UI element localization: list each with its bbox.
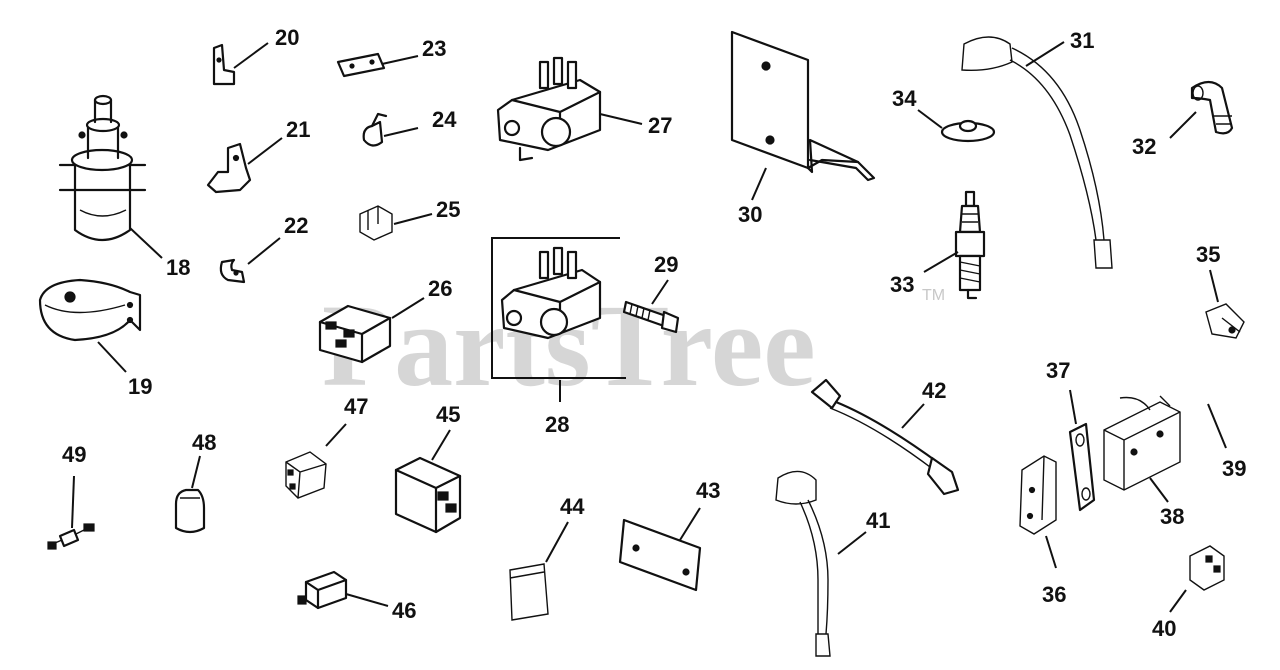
part-32-spark-boot[interactable]	[1190, 80, 1234, 135]
callout-32: 32	[1132, 134, 1156, 159]
part-25-connector[interactable]	[359, 205, 393, 241]
callout-18: 18	[166, 255, 190, 280]
part-23-plate[interactable]	[336, 52, 386, 78]
leader-18	[129, 227, 163, 259]
callout-45: 45	[436, 402, 460, 427]
part-42-lead-terminal[interactable]	[810, 378, 960, 496]
part-29-bolt[interactable]	[622, 300, 680, 334]
leader-35	[1209, 269, 1219, 303]
leader-29	[651, 279, 669, 305]
part-21-bracket[interactable]	[206, 142, 252, 194]
part-47-connector[interactable]	[285, 451, 327, 499]
callout-42: 42	[922, 378, 946, 403]
callout-43: 43	[696, 478, 720, 503]
callout-29: 29	[654, 252, 678, 277]
part-24-p-clip[interactable]	[362, 112, 388, 147]
leader-49	[71, 475, 75, 529]
callout-38: 38	[1160, 504, 1184, 529]
callout-22: 22	[284, 213, 308, 238]
callout-41: 41	[866, 508, 890, 533]
part-48-cap[interactable]	[174, 488, 206, 534]
watermark-trademark: TM	[922, 287, 945, 304]
part-19-coil-bracket[interactable]	[38, 278, 142, 342]
leader-38	[1149, 477, 1169, 503]
part-38-switch-bracket[interactable]	[1103, 395, 1181, 491]
callout-21: 21	[286, 117, 310, 142]
callout-31: 31	[1070, 28, 1094, 53]
leader-37	[1069, 389, 1077, 425]
part-41-high-tension-lead[interactable]	[775, 470, 831, 657]
part-30-mounting-bracket[interactable]	[730, 30, 876, 182]
leader-21	[247, 137, 283, 165]
callout-35: 35	[1196, 242, 1220, 267]
leader-45	[431, 429, 451, 461]
leader-43	[679, 507, 701, 541]
leader-46	[345, 593, 389, 607]
part-35-terminal[interactable]	[1205, 303, 1245, 339]
leader-36	[1045, 535, 1057, 569]
part-49-inline-fuse[interactable]	[47, 523, 95, 550]
callout-49: 49	[62, 442, 86, 467]
part-20-clip[interactable]	[212, 43, 236, 86]
part-28-rectifier-kit[interactable]	[491, 237, 626, 379]
leader-34	[917, 109, 943, 129]
leader-39	[1207, 403, 1227, 449]
leader-32	[1169, 111, 1197, 139]
leader-48	[191, 455, 201, 489]
callout-26: 26	[428, 276, 452, 301]
part-45-module[interactable]	[394, 456, 462, 534]
leader-33	[923, 251, 959, 273]
callout-37: 37	[1046, 358, 1070, 383]
callout-34: 34	[892, 86, 917, 111]
callout-19: 19	[128, 374, 152, 399]
part-37-plate[interactable]	[1068, 422, 1096, 512]
callout-28: 28	[545, 412, 569, 437]
callout-48: 48	[192, 430, 216, 455]
callout-24: 24	[432, 107, 457, 132]
leader-19	[97, 341, 127, 373]
part-18-ignition-coil[interactable]	[58, 94, 147, 242]
callout-44: 44	[560, 494, 585, 519]
leader-47	[325, 423, 347, 447]
callout-39: 39	[1222, 456, 1246, 481]
leader-40	[1169, 589, 1187, 613]
part-36-bracket[interactable]	[1019, 455, 1057, 535]
part-27-rectifier-regulator[interactable]	[496, 56, 602, 162]
callout-27: 27	[648, 113, 672, 138]
callout-25: 25	[436, 197, 460, 222]
part-44-pad[interactable]	[509, 563, 549, 621]
leader-31	[1025, 41, 1065, 67]
leader-44	[545, 521, 569, 563]
callout-46: 46	[392, 598, 416, 623]
leader-26	[391, 297, 425, 319]
leader-27	[599, 113, 643, 125]
leader-23	[381, 55, 419, 65]
part-31-spark-plug-lead[interactable]	[961, 36, 1113, 269]
part-26-connector-plug[interactable]	[318, 304, 392, 364]
callout-47: 47	[344, 394, 368, 419]
leader-24	[383, 127, 419, 137]
leader-20	[233, 42, 269, 69]
part-22-clamp[interactable]	[219, 258, 246, 284]
callout-23: 23	[422, 36, 446, 61]
leader-30	[751, 167, 767, 201]
part-43-plate[interactable]	[618, 518, 702, 592]
leader-22	[247, 237, 281, 265]
part-34-washer[interactable]	[940, 119, 996, 143]
callout-36: 36	[1042, 582, 1066, 607]
leader-25	[393, 213, 433, 225]
callout-30: 30	[738, 202, 762, 227]
part-46-connector[interactable]	[297, 570, 348, 610]
part-33-spark-plug[interactable]	[954, 190, 986, 300]
callout-40: 40	[1152, 616, 1176, 641]
callout-33: 33	[890, 272, 914, 297]
callout-20: 20	[275, 25, 299, 50]
leader-42	[901, 403, 925, 429]
part-40-connector[interactable]	[1189, 545, 1225, 591]
leader-41	[837, 531, 867, 555]
